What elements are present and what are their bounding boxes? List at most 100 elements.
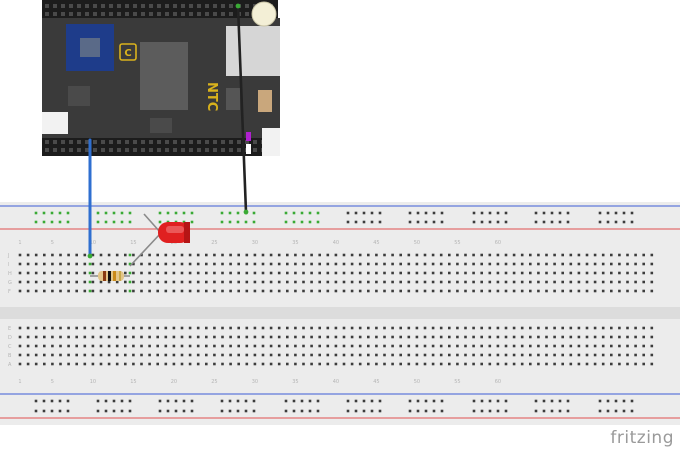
breadboard-hole <box>537 326 540 330</box>
breadboard-hole <box>375 280 378 284</box>
breadboard-hole <box>286 344 289 348</box>
breadboard-hole <box>58 211 62 215</box>
header-pin <box>53 148 57 152</box>
breadboard-hole <box>67 280 70 284</box>
header-pin <box>101 12 105 16</box>
breadboard-hole <box>626 271 629 275</box>
wifi-module-core <box>80 38 100 57</box>
breadboard-hole <box>407 326 411 330</box>
breadboard-hole <box>598 211 602 215</box>
breadboard-hole <box>75 353 78 357</box>
breadboard-hole <box>104 211 108 215</box>
breadboard-hole <box>120 399 124 403</box>
breadboard-hole <box>43 326 46 330</box>
breadboard-hole <box>269 253 273 257</box>
header-pin <box>189 4 193 8</box>
breadboard-hole <box>83 280 87 284</box>
resistor-band-3 <box>113 271 116 281</box>
breadboard-hole <box>253 253 257 257</box>
header-pin <box>165 4 169 8</box>
breadboard-hole <box>415 253 419 257</box>
breadboard-hole <box>577 335 581 339</box>
breadboard-hole <box>480 353 483 357</box>
breadboard-hole <box>302 253 305 257</box>
breadboard-hole <box>302 280 305 284</box>
breadboard-hole <box>456 362 459 366</box>
breadboard-hole <box>496 211 500 215</box>
breadboard-hole <box>252 211 256 215</box>
breadboard-hole <box>545 362 548 366</box>
breadboard-hole <box>50 211 54 215</box>
black-jumper-wire[interactable] <box>236 4 248 214</box>
breadboard-hole <box>346 409 350 413</box>
breadboard-hole <box>520 362 524 366</box>
breadboard-hole <box>164 253 168 257</box>
breadboard-hole <box>91 344 95 348</box>
breadboard-hole <box>96 211 100 215</box>
black-wire-end-top <box>235 3 241 9</box>
breadboard-hole <box>634 326 637 330</box>
breadboard-hole <box>172 253 176 257</box>
breadboard-hole <box>229 262 232 266</box>
breadboard-hole <box>67 353 70 357</box>
breadboard-hole <box>383 253 386 257</box>
breadboard-hole <box>472 211 476 215</box>
breadboard-hole <box>205 353 208 357</box>
row-letter: C <box>8 344 12 350</box>
breadboard-hole <box>99 326 103 330</box>
breadboard-hole <box>18 253 22 257</box>
breadboard-hole <box>228 399 232 403</box>
breadboard-hole <box>220 399 224 403</box>
breadboard-hole <box>618 271 621 275</box>
breadboard-hole <box>618 280 621 284</box>
breadboard-hole <box>488 211 492 215</box>
breadboard-hole <box>124 262 127 266</box>
breadboard-hole <box>59 253 62 257</box>
breadboard-hole <box>439 262 443 266</box>
header-pin <box>189 148 193 152</box>
breadboard-hole <box>488 353 492 357</box>
breadboard-hole <box>504 409 508 413</box>
resistor-band-1 <box>103 271 106 281</box>
breadboard-hole <box>252 220 256 224</box>
breadboard-hole <box>18 280 22 284</box>
breadboard-hole <box>346 211 350 215</box>
breadboard-hole <box>456 271 459 275</box>
breadboard-hole <box>190 220 194 224</box>
breadboard-hole <box>585 344 589 348</box>
breadboard-hole <box>553 353 556 357</box>
breadboard-hole <box>83 362 87 366</box>
breadboard-hole <box>622 409 626 413</box>
breadboard-hole <box>569 280 573 284</box>
red-led[interactable] <box>129 213 190 267</box>
breadboard-hole <box>472 344 475 348</box>
breadboard-hole <box>545 262 548 266</box>
breadboard-hole <box>342 253 346 257</box>
breadboard-hole <box>91 326 95 330</box>
breadboard-hole <box>407 335 411 339</box>
breadboard-hole <box>286 326 289 330</box>
breadboard-hole <box>550 211 554 215</box>
breadboard-hole <box>196 362 200 366</box>
resistor[interactable] <box>90 271 130 281</box>
breadboard-hole <box>370 399 374 403</box>
breadboard-hole <box>182 409 186 413</box>
top-pin-header <box>42 0 278 20</box>
breadboard-hole <box>318 353 321 357</box>
breadboard-hole <box>383 280 386 284</box>
breadboard-hole <box>140 335 143 339</box>
breadboard-hole <box>43 262 46 266</box>
breadboard-hole <box>128 280 132 284</box>
breadboard-hole <box>58 399 62 403</box>
breadboard-hole <box>166 409 170 413</box>
breadboard-hole <box>245 362 249 366</box>
header-pin <box>109 4 113 8</box>
breadboard-hole <box>88 271 92 275</box>
header-pin <box>133 148 137 152</box>
header-pin <box>69 148 73 152</box>
breadboard-hole <box>237 362 240 366</box>
breadboard-hole <box>174 211 178 215</box>
breadboard-hole <box>115 280 119 284</box>
header-pin <box>189 140 193 144</box>
